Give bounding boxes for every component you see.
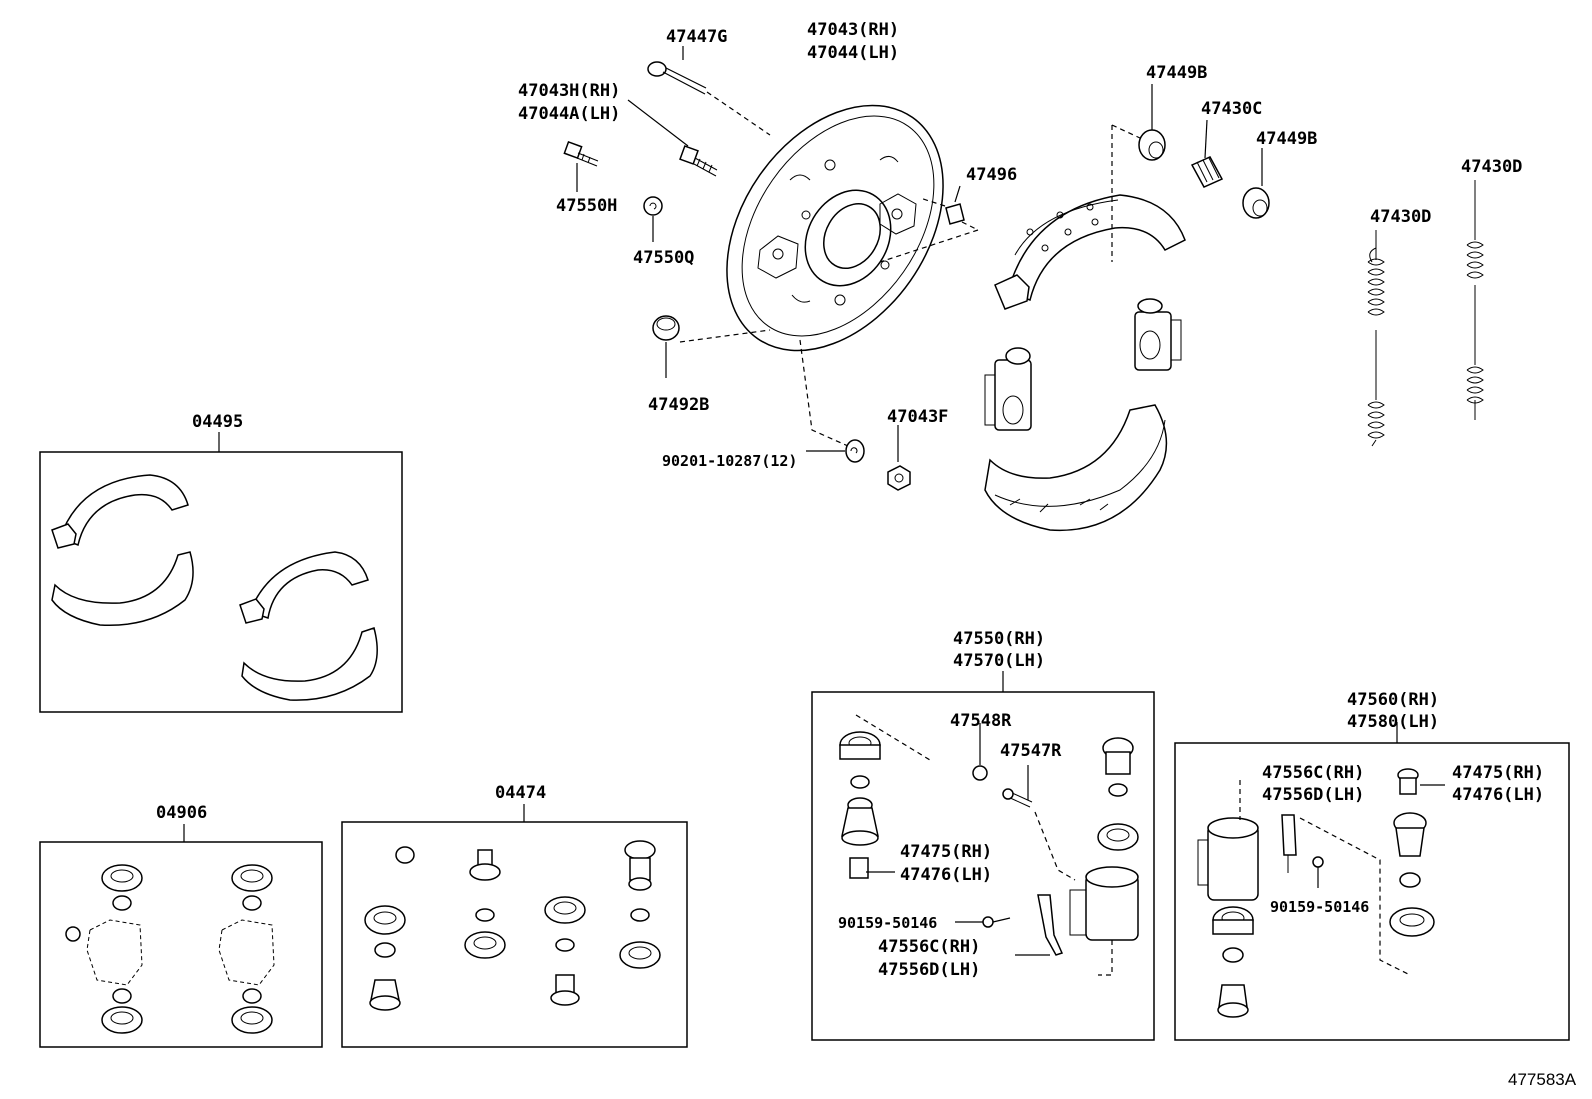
label-04474: 04474 — [495, 783, 546, 803]
label-47548r: 47548R — [950, 711, 1012, 731]
label-47475-rh-a: 47475(RH) — [900, 842, 992, 862]
cylinder-assy-47550 — [839, 714, 1139, 976]
label-90201-10287: 90201-10287(12) — [662, 452, 797, 470]
cylinder-assy-47560 — [1197, 768, 1435, 1018]
pin-47447g — [647, 61, 707, 95]
label-47547r: 47547R — [1000, 741, 1062, 761]
label-47570-lh: 47570(LH) — [953, 651, 1045, 671]
shoe-set-04495 — [51, 474, 378, 701]
boot-47449b-a — [1138, 129, 1166, 161]
spring-47430d-b — [1466, 180, 1484, 420]
label-47449b-a: 47449B — [1146, 63, 1207, 83]
label-47550h: 47550H — [556, 196, 617, 216]
box-04474 — [341, 821, 688, 1048]
diagram-code: 477583A — [1508, 1070, 1577, 1089]
label-04906: 04906 — [156, 803, 207, 823]
label-90159-50146-b: 90159-50146 — [1270, 898, 1369, 916]
label-47043h-rh: 47043H(RH) — [518, 81, 620, 101]
label-47550-rh: 47550(RH) — [953, 629, 1045, 649]
label-47580-lh: 47580(LH) — [1347, 712, 1439, 732]
box-04906 — [39, 841, 323, 1048]
spring-47430d-a — [1367, 230, 1385, 447]
label-47556c-rh-b: 47556C(RH) — [1262, 763, 1364, 783]
wheel-cylinder-b — [1134, 298, 1182, 371]
kit-04906 — [65, 864, 275, 1034]
backing-plate — [726, 104, 944, 352]
bolt-47043h — [679, 145, 718, 177]
label-47430c: 47430C — [1201, 99, 1262, 119]
label-04495: 04495 — [192, 412, 243, 432]
label-47475-rh-b: 47475(RH) — [1452, 763, 1544, 783]
spring-47430c — [1190, 156, 1224, 188]
kit-04474 — [364, 840, 661, 1011]
label-47492b: 47492B — [648, 395, 709, 415]
brake-shoe-lower — [984, 404, 1168, 532]
label-47044-lh: 47044(LH) — [807, 43, 899, 63]
label-47043f: 47043F — [887, 407, 948, 427]
label-47496: 47496 — [966, 165, 1017, 185]
bolt-47550h — [563, 141, 599, 167]
label-47556d-lh-a: 47556D(LH) — [878, 960, 980, 980]
label-90159-50146-a: 90159-50146 — [838, 914, 937, 932]
label-47430d-b: 47430D — [1461, 157, 1522, 177]
boot-47449b-b — [1242, 187, 1270, 219]
label-47449b-b: 47449B — [1256, 129, 1317, 149]
plug-47492b — [652, 315, 680, 341]
label-47556c-rh-a: 47556C(RH) — [878, 937, 980, 957]
wheel-cylinder-a — [984, 347, 1032, 431]
plug-47550q — [643, 196, 663, 216]
brake-shoe-upper — [994, 194, 1186, 310]
nut-90201 — [845, 439, 865, 463]
label-47447g: 47447G — [666, 27, 727, 47]
box-47550 — [811, 691, 1155, 1041]
label-47476-lh-a: 47476(LH) — [900, 865, 992, 885]
label-47430d-a: 47430D — [1370, 207, 1431, 227]
label-47560-rh: 47560(RH) — [1347, 690, 1439, 710]
nut-47043f — [887, 465, 911, 491]
box-04495 — [39, 451, 403, 713]
label-47550q: 47550Q — [633, 248, 694, 268]
label-47043-rh: 47043(RH) — [807, 20, 899, 40]
label-47556d-lh-b: 47556D(LH) — [1262, 785, 1364, 805]
label-47044a-lh: 47044A(LH) — [518, 104, 620, 124]
clip-47496 — [945, 203, 965, 225]
label-47476-lh-b: 47476(LH) — [1452, 785, 1544, 805]
box-47560 — [1174, 742, 1570, 1041]
